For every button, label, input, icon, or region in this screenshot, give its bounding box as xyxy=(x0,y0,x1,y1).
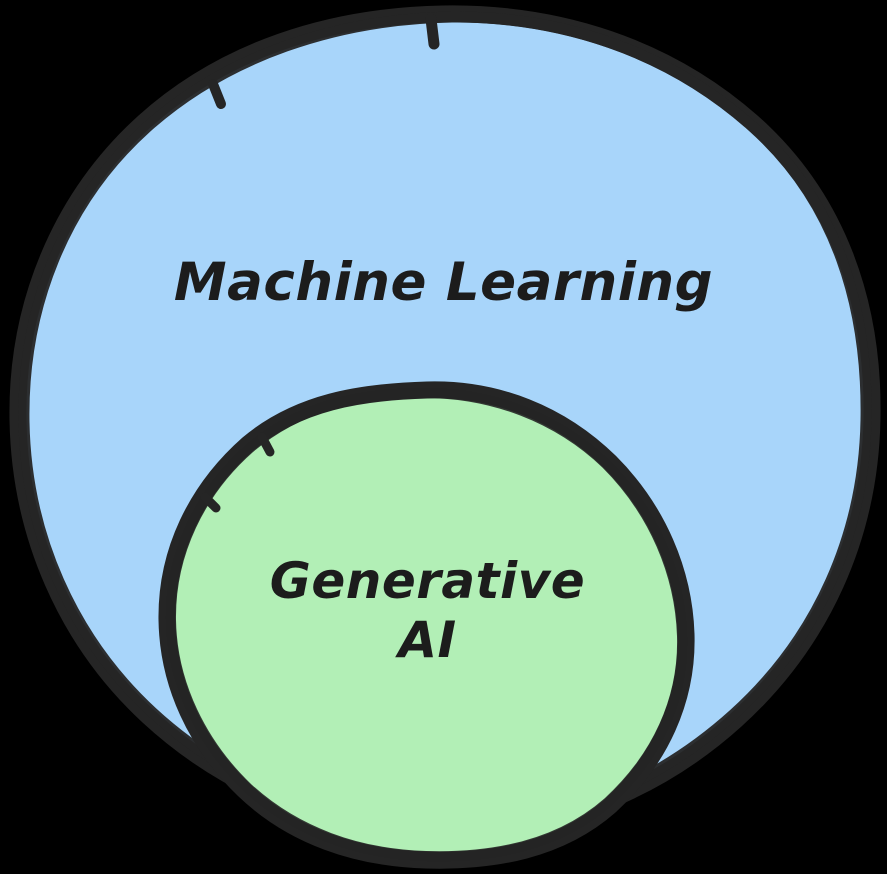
set-generative-ai[interactable] xyxy=(158,381,695,869)
machine-learning-overshoot-tick-top xyxy=(425,13,440,50)
generative-ai-fill xyxy=(166,389,687,861)
generative-ai-overshoot-tick-left xyxy=(200,492,221,513)
machine-learning-overshoot-tick-upper-left xyxy=(208,79,226,109)
generative-ai-overshoot-tick-upper-left xyxy=(257,432,275,457)
machine-learning-closing-seam xyxy=(800,208,822,258)
